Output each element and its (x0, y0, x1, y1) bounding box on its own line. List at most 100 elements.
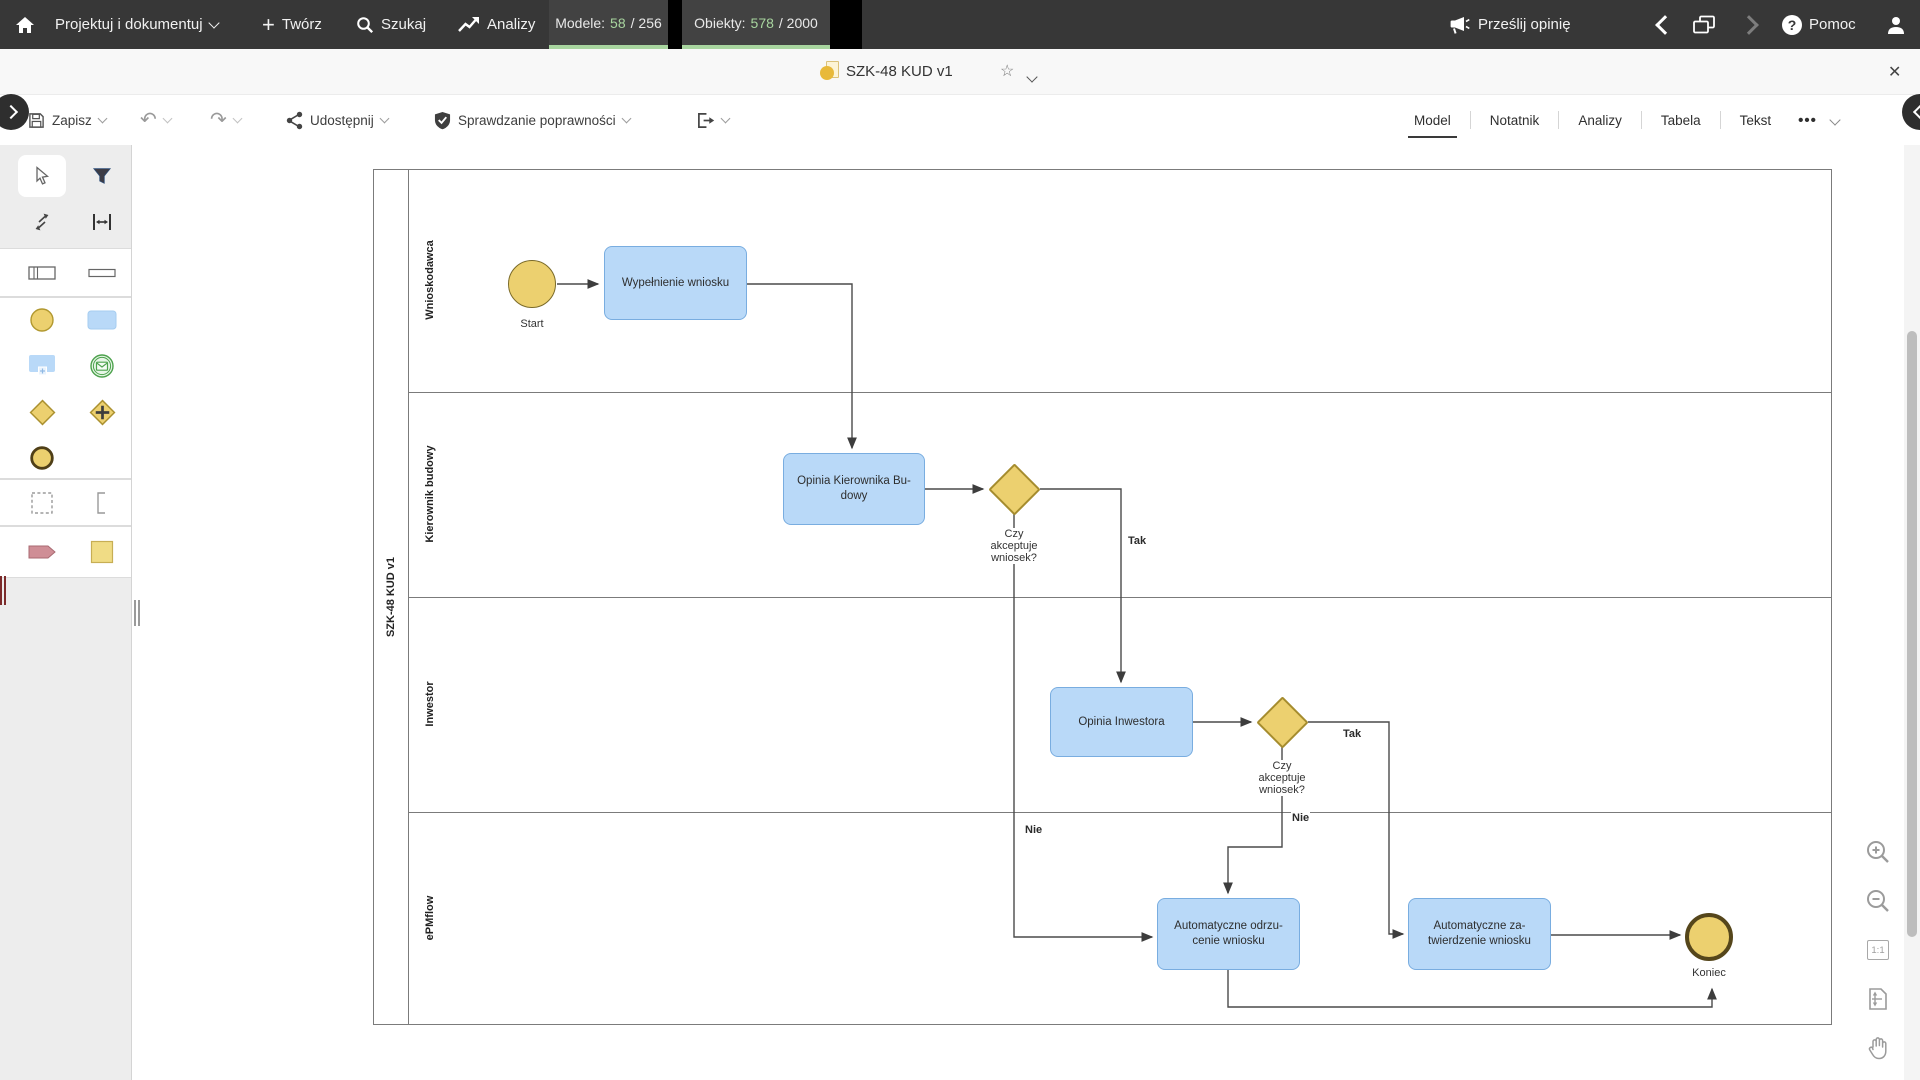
user-button[interactable] (1886, 0, 1906, 49)
zoom-out-icon (1867, 890, 1889, 912)
send-feedback-button[interactable]: Prześlij opinię (1449, 0, 1571, 49)
chevron-down-icon (621, 113, 632, 124)
validation-button[interactable]: Sprawdzanie poprawności (434, 95, 632, 145)
tab-tekst[interactable]: Tekst (1739, 112, 1772, 128)
lane-label-kierownik[interactable]: Kierownik budowy (424, 445, 436, 543)
spacing-tool-button[interactable] (78, 201, 126, 243)
palette-scroll-marker (0, 576, 7, 605)
shape-subprocess-button[interactable] (18, 345, 66, 387)
tab-model[interactable]: Model (1395, 95, 1470, 145)
menu-design-document[interactable]: Projektuj i dokumentuj (55, 0, 220, 49)
title-dropdown[interactable] (1026, 68, 1038, 86)
edge-label-nie-1: Nie (1024, 823, 1044, 837)
canvas-scrollbar-thumb[interactable] (1907, 331, 1917, 937)
gateway-icon (29, 399, 55, 425)
shape-swimlane-button[interactable] (18, 252, 66, 294)
undo-button[interactable]: ↶ (140, 95, 173, 145)
redo-icon: ↷ (210, 109, 227, 131)
start-event[interactable] (508, 260, 556, 308)
menu-analyses[interactable]: Analizy (458, 0, 535, 49)
tab-tabela[interactable]: Tabela (1660, 112, 1701, 128)
lane-label-epmflow[interactable]: ePMflow (424, 895, 436, 941)
redo-button[interactable]: ↷ (210, 95, 243, 145)
connector-tool-button[interactable] (18, 201, 66, 243)
menu-search[interactable]: Szukaj (356, 0, 426, 49)
window-switcher-button[interactable] (1692, 0, 1716, 49)
zoom-out-button[interactable] (1864, 887, 1892, 915)
close-icon[interactable]: ✕ (1888, 64, 1902, 81)
task-opinia-kierownika[interactable]: Opinia Kierownika Bu- dowy (783, 453, 925, 525)
models-counter-label: Modele: (555, 14, 606, 31)
swimlane-icon (28, 266, 56, 280)
menu-create-label: Twórz (281, 16, 322, 33)
share-button[interactable]: Udostępnij (286, 95, 390, 145)
nav-forward-button[interactable] (1739, 0, 1759, 49)
tab-separator (1719, 111, 1721, 129)
shape-task-button[interactable] (78, 299, 126, 341)
more-tabs-button[interactable]: ••• (1798, 111, 1817, 129)
shape-tag-button[interactable] (18, 531, 66, 573)
task-automatyczne-zatwierdzenie[interactable]: Automatyczne za- twierdzenie wniosku (1408, 898, 1551, 970)
chevron-left-icon (1655, 14, 1675, 35)
menu-create[interactable]: + Twórz (262, 0, 322, 49)
fit-to-screen-button[interactable] (1864, 985, 1892, 1013)
task-wypelnienie-wniosku[interactable]: Wypełnienie wniosku (604, 246, 747, 320)
one-to-one-icon: 1:1 (1867, 940, 1889, 960)
shape-note-button[interactable] (78, 531, 126, 573)
export-button[interactable] (696, 95, 731, 145)
shape-annotation-button[interactable] (78, 482, 126, 524)
shape-bar-button[interactable] (78, 252, 126, 294)
shield-check-icon (434, 111, 451, 129)
bpmn-pool[interactable] (373, 169, 1832, 1025)
lane-label-inwestor[interactable]: Inwestor (424, 681, 436, 727)
shape-parallel-gateway-button[interactable] (78, 391, 126, 433)
filter-tool-button[interactable] (78, 155, 126, 197)
task-opinia-inwestora[interactable]: Opinia Inwestora (1050, 687, 1193, 757)
titlebar: SZK-48 KUD v1 ☆ ✕ (0, 49, 1920, 95)
zoom-in-button[interactable] (1864, 838, 1892, 866)
pointer-tool-button[interactable] (18, 155, 66, 197)
chevron-down-icon (232, 113, 243, 124)
shape-start-event-button[interactable] (18, 299, 66, 341)
pan-button[interactable] (1864, 1034, 1892, 1062)
tabs-dropdown[interactable] (1825, 111, 1845, 129)
palette-collapse-handle[interactable] (133, 600, 141, 626)
lane-label-wnioskodawca[interactable]: Wnioskodawca (424, 240, 436, 320)
pool-title[interactable]: SZK-48 KUD v1 (385, 556, 397, 638)
tab-notatnik[interactable]: Notatnik (1489, 112, 1540, 128)
send-feedback-label: Prześlij opinię (1478, 16, 1571, 33)
end-event-label: Koniec (1690, 967, 1728, 980)
windows-icon (1693, 15, 1715, 33)
palette-section-lanes (0, 248, 131, 297)
start-event-label: Start (518, 318, 546, 331)
model-icon (820, 61, 839, 82)
shape-group-button[interactable] (18, 482, 66, 524)
task-icon (87, 310, 117, 330)
filter-icon (92, 168, 112, 184)
tab-analizy[interactable]: Analizy (1578, 112, 1622, 128)
task-automatyczne-odrzucenie[interactable]: Automatyczne odrzu- cenie wniosku (1157, 898, 1300, 970)
edge-label-tak-2: Tak (1342, 727, 1363, 741)
zoom-in-icon (1867, 841, 1889, 863)
shape-gateway-button[interactable] (18, 391, 66, 433)
zoom-reset-button[interactable]: 1:1 (1864, 936, 1892, 964)
megaphone-icon (1450, 16, 1470, 34)
chevron-down-icon (720, 113, 731, 124)
end-event[interactable] (1685, 913, 1733, 961)
favorite-star-icon[interactable]: ☆ (1000, 63, 1015, 80)
lane-divider (408, 392, 1831, 393)
objects-counter-value: 578 (750, 14, 774, 31)
nav-back-button[interactable] (1655, 0, 1675, 49)
document-title[interactable]: SZK-48 KUD v1 (846, 63, 953, 80)
collapse-right-panel-button[interactable] (1902, 94, 1920, 130)
tab-separator (1469, 111, 1471, 129)
save-button[interactable]: Zapisz (28, 95, 108, 145)
collapse-left-panel-button[interactable] (0, 94, 29, 130)
shape-message-event-button[interactable] (78, 345, 126, 387)
shape-end-event-button[interactable] (18, 437, 66, 479)
chevron-down-icon (207, 16, 220, 29)
save-icon (29, 112, 44, 128)
start-event-icon (30, 308, 54, 332)
help-button[interactable]: ? Pomoc (1782, 0, 1856, 49)
home-icon[interactable] (14, 0, 36, 49)
